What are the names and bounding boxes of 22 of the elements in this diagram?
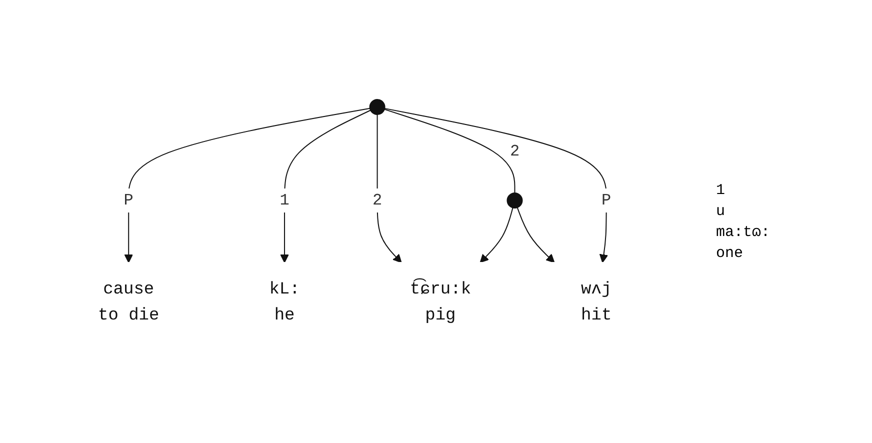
arrow: [376, 114, 402, 263]
label-text: u: [716, 202, 726, 220]
node-text: wʌj hit: [581, 280, 612, 325]
edge-label: P: [124, 192, 134, 210]
arrow: [280, 110, 372, 263]
node-text: kL: he: [269, 280, 300, 325]
arrow: [480, 207, 514, 263]
label-text: 1: [716, 182, 726, 198]
node-circle: [369, 99, 386, 115]
node-text: t͡ɕru:k pig: [410, 280, 472, 325]
label-text: one: [716, 244, 744, 262]
connector: [384, 108, 516, 194]
arrow: [124, 108, 371, 263]
label-text: ma:tɷ:: [716, 224, 772, 240]
edge-label: 2: [510, 142, 520, 160]
edge-label: 1: [280, 192, 290, 210]
edge-label: P: [602, 192, 612, 210]
arrow: [384, 108, 608, 263]
arrow: [517, 207, 555, 263]
edge-label: 2: [372, 192, 382, 210]
node-text: cause to die: [98, 280, 160, 325]
node-circle: [506, 192, 523, 208]
